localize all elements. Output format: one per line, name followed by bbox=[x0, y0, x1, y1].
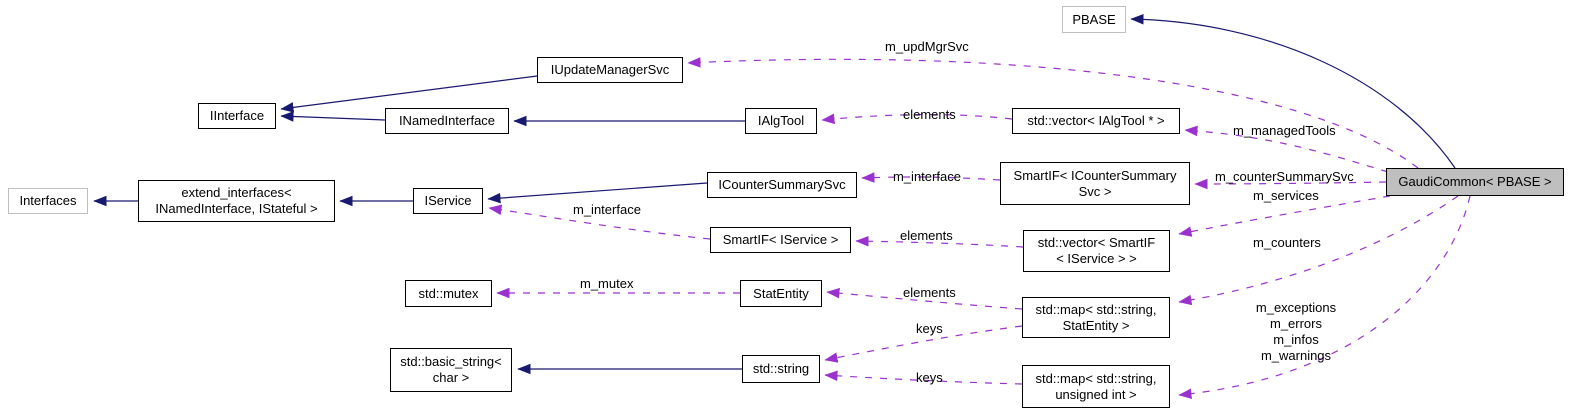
edge-use-m-interface-iservice bbox=[488, 204, 711, 240]
node-smartif-icountersummarysvc[interactable]: SmartIF< ICounterSummary Svc > bbox=[1000, 162, 1190, 205]
edge-label-m-interface-counter: m_interface bbox=[893, 169, 961, 184]
node-gaudicommon[interactable]: GaudiCommon< PBASE > bbox=[1386, 168, 1564, 196]
node-map-string-unsigned-int[interactable]: std::map< std::string, unsigned int > bbox=[1022, 365, 1170, 408]
edge-label-m-countersummarysvc: m_counterSummarySvc bbox=[1215, 169, 1354, 184]
node-ialgtool[interactable]: IAlgTool bbox=[745, 108, 817, 134]
node-vector-ialgtool[interactable]: std::vector< IAlgTool * > bbox=[1012, 108, 1180, 134]
edge-use-elements-ialgtool bbox=[821, 113, 1013, 125]
node-inamedinterface[interactable]: INamedInterface bbox=[385, 108, 509, 134]
node-extend-interfaces[interactable]: extend_interfaces< INamedInterface, ISta… bbox=[138, 180, 335, 222]
node-iinterface[interactable]: IInterface bbox=[198, 103, 276, 129]
edge-use-m-services bbox=[1178, 195, 1391, 237]
edge-use-m-countersummarysvc bbox=[1194, 178, 1387, 190]
edge-label-m-warnings: m_warnings bbox=[1260, 348, 1332, 363]
edge-use-elements-iservice bbox=[855, 235, 1024, 248]
edge-label-m-managedtools: m_managedTools bbox=[1233, 123, 1336, 138]
edge-inherit-gaudicommon-pbase bbox=[1130, 13, 1456, 169]
node-std-string[interactable]: std::string bbox=[742, 355, 820, 383]
edge-label-keys-unsigned: keys bbox=[916, 370, 943, 385]
edge-label-m-infos: m_infos bbox=[1273, 332, 1319, 347]
edge-label-elements-statentity: elements bbox=[903, 285, 956, 300]
edge-label-m-services: m_services bbox=[1253, 188, 1319, 203]
edge-use-m-counters bbox=[1178, 195, 1459, 306]
node-pbase[interactable]: PBASE bbox=[1062, 6, 1126, 33]
edge-label-m-interface-iservice: m_interface bbox=[573, 202, 641, 217]
edge-label-m-errors: m_errors bbox=[1269, 316, 1322, 331]
edge-label-m-updmgrsvc: m_updMgrSvc bbox=[885, 39, 969, 54]
node-std-mutex[interactable]: std::mutex bbox=[405, 280, 492, 307]
edge-label-group-counter-maps: m_exceptions m_errors m_infos m_warnings bbox=[1240, 300, 1352, 364]
node-icountersummarysvc[interactable]: ICounterSummarySvc bbox=[707, 172, 857, 198]
edge-label-m-exceptions: m_exceptions bbox=[1255, 300, 1337, 315]
node-map-string-statentity[interactable]: std::map< std::string, StatEntity > bbox=[1022, 297, 1170, 338]
node-vector-smartif-iservice[interactable]: std::vector< SmartIF < IService > > bbox=[1023, 230, 1170, 272]
edge-label-keys-statentity: keys bbox=[916, 321, 943, 336]
edge-label-elements-ialgtool: elements bbox=[903, 107, 956, 122]
node-iupdatemanagersvc[interactable]: IUpdateManagerSvc bbox=[537, 57, 683, 83]
node-iservice[interactable]: IService bbox=[413, 188, 483, 214]
node-statentity[interactable]: StatEntity bbox=[740, 280, 822, 307]
edge-inherit-iupdatemanagersvc-iinterface bbox=[280, 75, 538, 113]
edge-label-m-mutex: m_mutex bbox=[580, 276, 634, 291]
node-smartif-iservice[interactable]: SmartIF< IService > bbox=[710, 227, 851, 253]
edge-use-m-interface-counter bbox=[861, 172, 1001, 183]
edge-label-elements-iservice: elements bbox=[900, 228, 953, 243]
node-interfaces[interactable]: Interfaces bbox=[8, 188, 88, 214]
edge-label-m-counters: m_counters bbox=[1253, 235, 1321, 250]
edge-inherit-icountersummarysvc-iservice bbox=[487, 182, 708, 204]
edge-inherit-inamedinterface-iinterface bbox=[280, 111, 386, 122]
edge-use-keys-statentity bbox=[824, 325, 1023, 363]
node-std-basic-string[interactable]: std::basic_string< char > bbox=[390, 348, 512, 392]
edge-use-m-updmgrsvc bbox=[687, 57, 1419, 169]
